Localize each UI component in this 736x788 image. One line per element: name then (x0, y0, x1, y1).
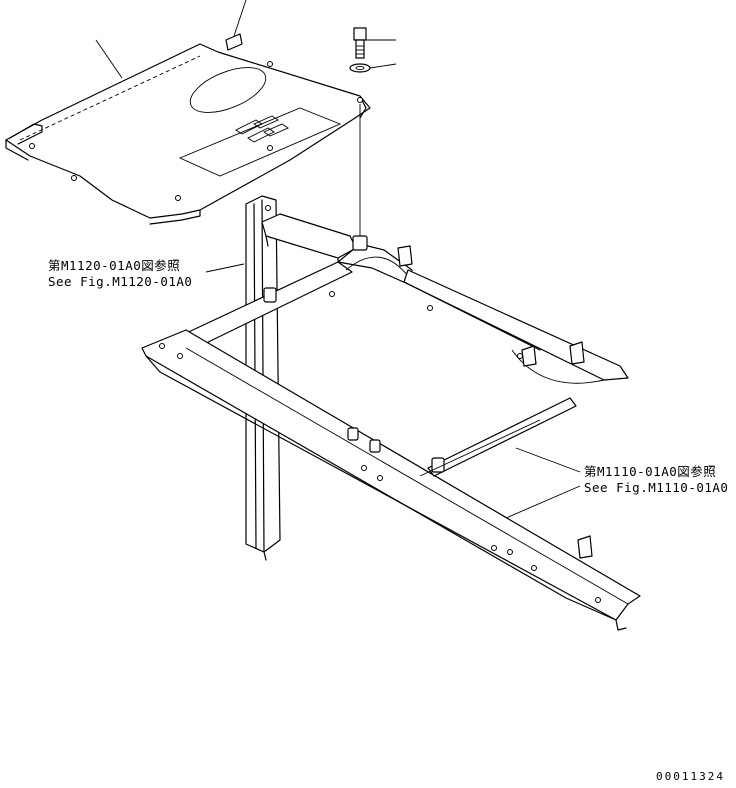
reference-left-jp: 第M1120-01A0図参照 (48, 258, 181, 273)
reference-note-left: 第M1120-01A0図参照 See Fig.M1120-01A0 (48, 258, 192, 290)
reference-right-en: See Fig.M1110-01A0 (584, 480, 729, 495)
mounting-bolt (353, 27, 396, 59)
floor-cover-plate (5, 0, 371, 225)
frame-assembly (141, 213, 641, 631)
reference-note-right: 第M1110-01A0図参照 See Fig.M1110-01A0 (584, 464, 728, 496)
reference-left-en: See Fig.M1120-01A0 (48, 274, 193, 289)
reference-right-jp: 第M1110-01A0図参照 (584, 464, 717, 479)
washer (349, 63, 397, 73)
drawing-number: 00011324 (656, 770, 725, 783)
floor-cover-grille (235, 115, 289, 143)
